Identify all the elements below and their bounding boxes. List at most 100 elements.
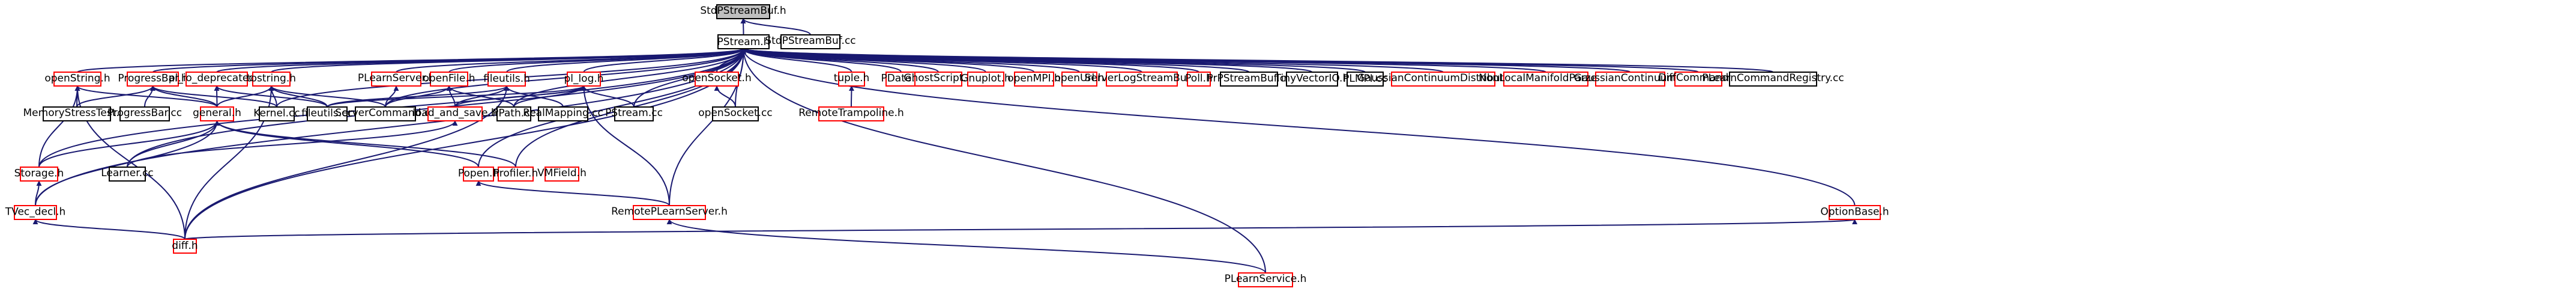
node-pdate-h[interactable]: PDate.h bbox=[881, 72, 922, 87]
node-box bbox=[1220, 72, 1278, 87]
edge-servercommand-cc-to-tostring-h bbox=[268, 85, 386, 108]
edge-storage-h-to-openstring-h bbox=[38, 85, 80, 168]
node-remotetrampoline-h[interactable]: RemoteTrampoline.h bbox=[798, 106, 904, 121]
node-box bbox=[1674, 72, 1722, 87]
node-label: PDate.h bbox=[881, 72, 921, 84]
node-storage-h[interactable]: Storage.h bbox=[14, 167, 64, 182]
node-box bbox=[109, 167, 146, 182]
node-vmfield-h[interactable]: VMField.h bbox=[537, 167, 587, 182]
node-profiler-h[interactable]: Profiler.h bbox=[493, 167, 538, 182]
edge-progressbar-h-to-pstream-h bbox=[152, 48, 746, 73]
node-box bbox=[712, 106, 759, 121]
node-box bbox=[1347, 72, 1384, 87]
edge-rpls-h-to-popen-h bbox=[475, 180, 670, 206]
node-pl-io-deprecated-h[interactable]: pl_io_deprecated.h bbox=[169, 72, 265, 87]
node-box bbox=[43, 106, 111, 121]
edge-diff-h-to-tvec-decl-h bbox=[32, 219, 186, 240]
node-prpstreambuf-cc[interactable]: PrPStreamBuf.cc bbox=[1207, 72, 1291, 87]
node-optionbase-h[interactable]: OptionBase.h bbox=[1820, 205, 1889, 220]
node-opensocket-cc[interactable]: openSocket.cc bbox=[698, 106, 773, 121]
node-box bbox=[838, 72, 865, 87]
node-diff-h[interactable]: diff.h bbox=[172, 239, 198, 254]
node-box bbox=[14, 205, 57, 220]
node-box bbox=[200, 106, 234, 121]
edge-general-h-to-progressbar-h bbox=[150, 85, 218, 108]
node-box bbox=[1286, 72, 1338, 87]
node-box bbox=[1187, 72, 1211, 87]
node-label: OptionBase.h bbox=[1820, 206, 1889, 218]
node-box bbox=[259, 106, 295, 121]
node-fileutils-h[interactable]: fileutils.h bbox=[483, 72, 530, 87]
node-openstring-h[interactable]: openString.h bbox=[44, 72, 110, 87]
node-plmpi-cc[interactable]: PLMPI.cc bbox=[1343, 72, 1387, 87]
node-remoteplearnserver-h[interactable]: RemotePLearnServer.h bbox=[611, 205, 728, 220]
node-tinyvectorio-h[interactable]: TinyVectorIO.h bbox=[1274, 72, 1349, 87]
node-label: ProgressBar.h bbox=[118, 73, 187, 85]
node-gaussiancontinuumdistribution-h[interactable]: GaussianContinuumDistribution.h bbox=[1357, 72, 1530, 87]
node-box bbox=[1595, 72, 1665, 87]
node-label: ServerLogStreamBuf.h bbox=[1085, 72, 1199, 84]
node-pstream-cc[interactable]: PStream.cc bbox=[605, 106, 663, 121]
node-label: PLMPI.cc bbox=[1343, 73, 1387, 85]
node-box bbox=[633, 205, 706, 220]
node-box bbox=[487, 72, 526, 87]
node-pl-log-h[interactable]: pl_log.h bbox=[564, 72, 604, 87]
node-box bbox=[538, 106, 588, 121]
node-box bbox=[1503, 72, 1588, 87]
node-poll-h[interactable]: Poll.h bbox=[1185, 72, 1213, 87]
node-box bbox=[717, 34, 770, 49]
node-tuple-h[interactable]: tuple.h bbox=[834, 72, 870, 87]
node-ppath-cc[interactable]: PPath.cc bbox=[492, 106, 535, 121]
node-servercommand-cc[interactable]: ServerCommand.cc bbox=[335, 106, 436, 121]
node-diffcommand-h[interactable]: DiffCommand.h bbox=[1658, 72, 1739, 87]
node-label: openFile.h bbox=[423, 72, 475, 84]
node-serverlogstreambuf-h[interactable]: ServerLogStreamBuf.h bbox=[1085, 72, 1199, 87]
node-label: Profiler.h bbox=[493, 168, 538, 180]
node-box bbox=[119, 106, 170, 121]
node-label: Popen.h bbox=[458, 167, 499, 179]
node-label: NonLocalManifoldParzen.h bbox=[1479, 72, 1613, 84]
node-plearncommandregistry-cc[interactable]: PLearnCommandRegistry.cc bbox=[1702, 72, 1844, 87]
node-openurl-h[interactable]: openUrl.h bbox=[1055, 72, 1105, 87]
edge-popen-h-to-pstream-h bbox=[478, 48, 746, 168]
node-nonlocalmanifoldparzen-h[interactable]: NonLocalManifoldParzen.h bbox=[1479, 72, 1613, 87]
node-load-and-save-h[interactable]: load_and_save.h bbox=[412, 106, 498, 121]
node-label: fileutils.cc bbox=[301, 108, 353, 120]
node-memorystresstest-cc[interactable]: MemoryStressTest.cc bbox=[23, 106, 131, 121]
node-stdpstreambuf-h[interactable]: StdPStreamBuf.h bbox=[700, 4, 786, 19]
node-plearnserver-h[interactable]: PLearnServer.h bbox=[358, 72, 435, 87]
node-tostring-h[interactable]: tostring.h bbox=[247, 72, 296, 87]
node-plearnservice-h[interactable]: PLearnService.h bbox=[1225, 272, 1307, 287]
node-box bbox=[498, 167, 534, 182]
node-label: GhostScript.h bbox=[903, 72, 973, 84]
node-progressbar-cc[interactable]: ProgressBar.cc bbox=[107, 106, 182, 121]
node-general-h[interactable]: general.h bbox=[193, 106, 241, 121]
edge-tuple-h-to-pstream-h bbox=[741, 48, 852, 73]
node-tvec-decl-h[interactable]: TVec_decl.h bbox=[5, 205, 66, 220]
node-gaussiancontinuum-h[interactable]: GaussianContinuum.h bbox=[1574, 72, 1687, 87]
edge-diff-h-to-fileutils-h bbox=[184, 85, 510, 240]
node-popen-h[interactable]: Popen.h bbox=[458, 167, 499, 182]
node-box bbox=[818, 106, 884, 121]
node-openmpi-h[interactable]: openMPI.h bbox=[1007, 72, 1061, 87]
node-kernel-cc[interactable]: Kernel.cc bbox=[253, 106, 300, 121]
node-gnuplot-h[interactable]: Gnuplot.h bbox=[961, 72, 1011, 87]
edge-plearnservice-h-to-pstream-h bbox=[741, 48, 1266, 274]
node-pstream-h[interactable]: PStream.h bbox=[717, 34, 770, 49]
node-fileutils-cc[interactable]: fileutils.cc bbox=[301, 106, 353, 121]
node-stdpstreambuf-cc[interactable]: StdPStreamBuf.cc bbox=[765, 34, 856, 49]
node-label: RemotePLearnServer.h bbox=[611, 206, 728, 218]
node-openfile-h[interactable]: openFile.h bbox=[423, 72, 475, 87]
edge-opensocket-cc-to-opensocket-h bbox=[714, 85, 736, 108]
node-label: PStream.cc bbox=[605, 107, 663, 119]
node-label: Learner.cc bbox=[101, 167, 154, 179]
node-label: openString.h bbox=[44, 72, 110, 84]
edge-fileutils-cc-to-pl-io-deprecated-h bbox=[214, 85, 328, 108]
node-ghostscript-h[interactable]: GhostScript.h bbox=[903, 72, 973, 87]
nodes-layer: StdPStreamBuf.hPStream.hStdPStreamBuf.cc… bbox=[5, 4, 1889, 287]
node-learner-cc[interactable]: Learner.cc bbox=[101, 167, 154, 182]
node-progressbar-h[interactable]: ProgressBar.h bbox=[118, 72, 188, 87]
node-label: fileutils.h bbox=[483, 73, 530, 85]
node-opensocket-h[interactable]: openSocket.h bbox=[682, 72, 752, 87]
node-realmapping-cc[interactable]: RealMapping.cc bbox=[523, 106, 603, 121]
